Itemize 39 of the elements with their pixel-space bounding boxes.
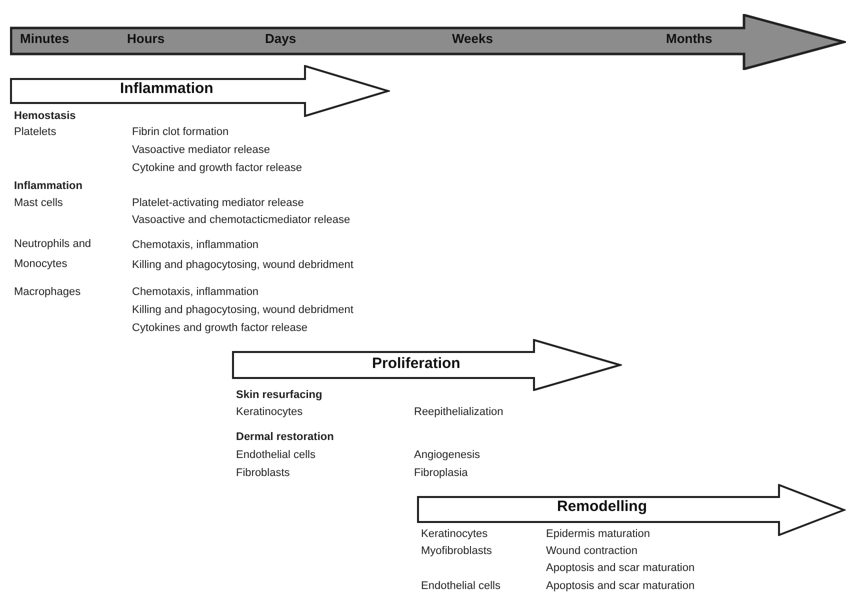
time-scale-label: Months	[666, 32, 712, 45]
cell-text: Killing and phagocytosing, wound debridment	[132, 303, 354, 318]
cell-text: Neutrophils and Monocytes	[14, 237, 92, 272]
cell-text: Apoptosis and scar maturation	[546, 579, 696, 594]
cell-text: Macrophages	[14, 285, 82, 300]
cell-text: Reepithelialization	[414, 405, 504, 420]
cell-text: Cytokine and growth factor release	[132, 161, 303, 176]
cell-text: Keratinocytes	[421, 527, 489, 542]
cell-text: Myofibroblasts	[421, 544, 493, 559]
cell-text: Wound contraction	[546, 544, 639, 559]
cell-text: Epidermis maturation	[546, 527, 651, 542]
cell-text: Cytokines and growth factor release	[132, 321, 308, 336]
time-scale-label: Weeks	[452, 32, 493, 45]
phase-title: Remodelling	[557, 499, 648, 514]
cell-text: Angiogenesis	[414, 448, 482, 463]
cell-text: Chemotaxis, inflammation	[132, 285, 260, 300]
section-heading: Inflammation	[14, 179, 84, 194]
cell-text: Apoptosis and scar maturation	[546, 561, 696, 576]
cell-text: Keratinocytes	[236, 405, 304, 420]
time-scale-label: Days	[265, 32, 296, 45]
cell-text: Fibroplasia	[414, 466, 469, 481]
cell-text: Endothelial cells	[236, 448, 316, 463]
cell-text: Killing and phagocytosing, wound debridment	[132, 258, 354, 273]
cell-text: Fibroblasts	[236, 466, 291, 481]
cell-text: Vasoactive and chemotacticmediator release	[132, 213, 352, 228]
time-scale-label: Hours	[127, 32, 165, 45]
cell-text: Mast cells	[14, 196, 64, 211]
cell-text: Fibrin clot formation	[132, 125, 230, 140]
cell-text: Endothelial cells	[421, 579, 502, 594]
cell-text: Vasoactive mediator release	[132, 143, 271, 158]
time-scale-label: Minutes	[20, 32, 70, 45]
phase-title: Inflammation	[120, 81, 214, 96]
cell-text: Platelet-activating mediator release	[132, 196, 305, 211]
phase-title: Proliferation	[372, 356, 460, 371]
cell-text: Platelets	[14, 125, 58, 140]
section-heading: Dermal restoration	[236, 430, 335, 445]
section-heading: Hemostasis	[14, 109, 77, 124]
cell-text: Chemotaxis, inflammation	[132, 238, 260, 253]
section-heading: Skin resurfacing	[236, 388, 324, 403]
